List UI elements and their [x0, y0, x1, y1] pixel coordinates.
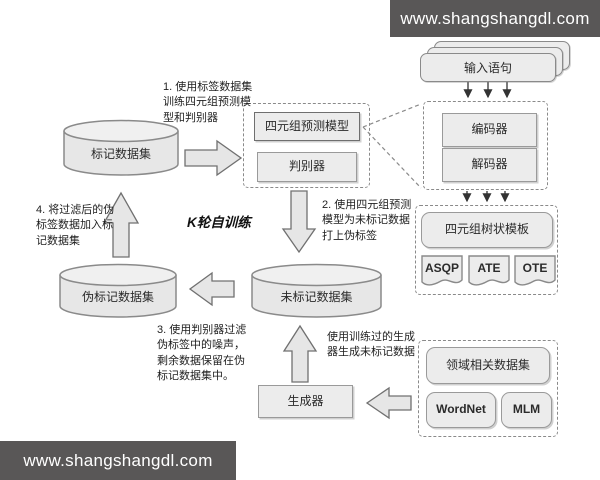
quad-tree-template-label: 四元组树状模板 [444, 222, 529, 237]
labeled-dataset-label: 标记数据集 [90, 146, 151, 161]
discriminator-label: 判别器 [288, 159, 325, 174]
seq2seq-group [423, 101, 548, 190]
annotation-step3: 3. 使用判别器过滤 伪标签中的噪声， 剩余数据保留在伪 标记数据集中。 [157, 324, 247, 383]
document-shape [468, 255, 510, 286]
annotation-step4: 4. 将过滤后的伪 标签数据加入标 记数据集 [36, 204, 115, 247]
decoder-box: 解码器 [442, 148, 537, 182]
arrow-generate-up [282, 324, 318, 383]
cylinder-shape [63, 119, 179, 176]
domain-resources-group [418, 340, 558, 437]
arrow-filter-left [188, 271, 235, 307]
model-group [243, 103, 370, 188]
domain-dataset-box: 领域相关数据集 [426, 347, 550, 384]
watermark-banner-top: www.shangshangdl.com [390, 0, 600, 37]
arrow-train-right [184, 139, 243, 177]
detail-connector-top [362, 103, 422, 128]
ate-label: ATE [477, 261, 501, 275]
mlm-label: MLM [512, 402, 541, 417]
pseudo-labeled-dataset-label: 伪标记数据集 [81, 289, 154, 304]
unlabeled-dataset-label: 未标记数据集 [280, 289, 353, 304]
template-group [415, 205, 558, 295]
watermark-text-top: www.shangshangdl.com [400, 8, 590, 28]
encoder-label: 编码器 [471, 122, 508, 137]
ote-doc: OTE [513, 254, 557, 290]
ate-doc: ATE [467, 254, 511, 290]
generator-box: 生成器 [258, 385, 353, 418]
quad-model-box: 四元组预测模型 [254, 112, 360, 141]
annotation-step2: 2. 使用四元组预测 模型为未标记数据 打上伪标签 [322, 199, 412, 242]
wordnet-box: WordNet [426, 392, 496, 428]
unlabeled-dataset-cylinder: 未标记数据集 [250, 262, 383, 320]
quad-tree-template-box: 四元组树状模板 [421, 212, 553, 248]
document-shape [514, 255, 556, 286]
labeled-dataset-cylinder: 标记数据集 [62, 118, 180, 178]
cylinder-shape [251, 263, 382, 318]
asqp-label: ASQP [424, 261, 459, 275]
watermark-banner-bottom: www.shangshangdl.com [0, 441, 236, 480]
mlm-box: MLM [501, 392, 552, 428]
input-sentence-card: 输入语句 [420, 53, 556, 82]
input-sentence-label: 输入语句 [463, 61, 512, 75]
asqp-doc: ASQP [420, 254, 464, 290]
document-shape [421, 255, 463, 286]
annotation-step1: 1. 使用标签数据集 训练四元组预测模 型和判别器 [163, 81, 253, 124]
arrow-resources-left [365, 386, 412, 420]
k-rounds-label: K轮自训练 [187, 215, 251, 230]
ote-label: OTE [522, 261, 548, 275]
arrow-pseudo-label-down [281, 190, 317, 254]
encoder-box: 编码器 [442, 113, 537, 147]
discriminator-box: 判别器 [257, 152, 357, 182]
generator-label: 生成器 [287, 393, 324, 408]
wordnet-label: WordNet [436, 402, 486, 417]
domain-dataset-label: 领域相关数据集 [445, 357, 530, 372]
pseudo-labeled-dataset-cylinder: 伪标记数据集 [58, 262, 178, 320]
quad-model-label: 四元组预测模型 [264, 118, 349, 133]
annotation-generator-note: 使用训练过的生成 器生成未标记数据 [327, 331, 415, 359]
watermark-text-bottom: www.shangshangdl.com [23, 450, 213, 470]
cylinder-shape [59, 263, 177, 318]
decoder-label: 解码器 [471, 157, 508, 172]
detail-connector-bottom [362, 126, 422, 189]
